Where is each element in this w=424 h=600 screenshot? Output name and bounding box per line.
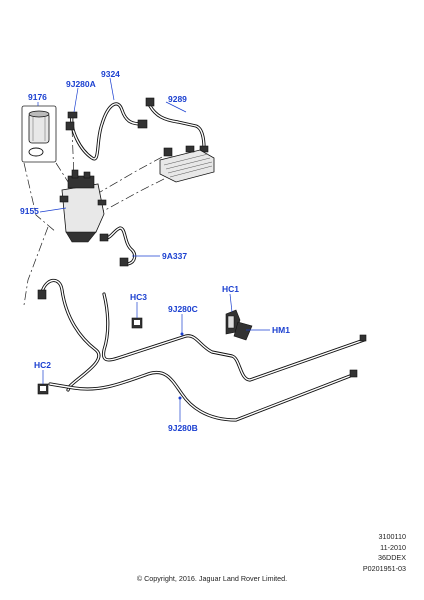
callout-HM1: HM1 — [272, 325, 290, 335]
callout-HC1: HC1 — [222, 284, 239, 294]
callout-9324: 9324 — [101, 69, 120, 79]
drawing-metadata: 3100110 11-2010 36DDEX P0201951-03 — [363, 532, 406, 574]
callout-9J280C: 9J280C — [168, 304, 198, 314]
filter-element-detail — [21, 105, 57, 163]
drawing-code: 36DDEX — [378, 553, 406, 562]
clip-hc2 — [37, 383, 49, 395]
callout-9A337: 9A337 — [162, 251, 187, 261]
callout-HC3: HC3 — [130, 292, 147, 302]
callout-HC2: HC2 — [34, 360, 51, 370]
return-pipe-9A337 — [99, 226, 137, 267]
bracket-hm1 — [233, 321, 253, 341]
callout-9289: 9289 — [168, 94, 187, 104]
callout-9J280B: 9J280B — [168, 423, 198, 433]
drawing-id: P0201951-03 — [362, 563, 406, 573]
upper-fuel-pipes — [65, 102, 148, 161]
fuel-cooler — [159, 145, 215, 183]
cooler-pipe — [145, 97, 209, 153]
callout-9155: 9155 — [20, 206, 39, 216]
callout-9176: 9176 — [28, 92, 47, 102]
drawing-date: 11-2010 — [380, 542, 406, 552]
long-fuel-lines — [37, 278, 367, 422]
clip-hc3 — [131, 317, 143, 329]
fuel-filter-housing — [59, 169, 107, 243]
callout-9J280A: 9J280A — [66, 79, 96, 89]
assembly-guide-lines — [23, 127, 167, 306]
copyright-notice: © Copyright, 2016. Jaguar Land Rover Lim… — [136, 574, 288, 583]
leader-lines — [37, 77, 270, 422]
drawing-ref: 3100110 — [378, 532, 406, 541]
